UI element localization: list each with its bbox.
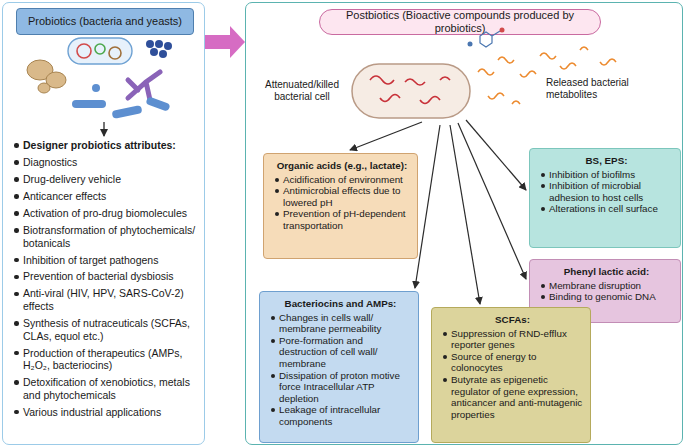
list-item: Activation of pro-drug biomolecules (13, 207, 201, 220)
box-heading: SCFAs: (442, 314, 583, 326)
compound-box: Bacteriocins and AMPs: Changes in cells w… (259, 291, 419, 443)
plasmid-circle (95, 44, 105, 54)
bullet-text: Inhibition of biofilms (540, 169, 673, 181)
pointer-arrow (103, 122, 104, 136)
microbes-illustration (27, 38, 172, 136)
coccus-cell (92, 84, 100, 92)
dna-fragments (370, 76, 450, 104)
box-heading: Organic acids (e.g., lactate): (274, 160, 410, 172)
yeast-cell (46, 72, 66, 88)
connector-layer (205, 42, 230, 43)
attribute-list: Designer probiotics attributes: Diagnosti… (13, 139, 201, 423)
title-text: Probiotics (bacteria and yeasts) (28, 15, 182, 28)
probiotics-panel: Designer probiotics attributes: Diagnosti… (2, 2, 205, 445)
list-item: Detoxification of xenobiotics, metals an… (13, 376, 201, 401)
coccus-cell (159, 50, 167, 58)
flow-arrow (205, 35, 230, 49)
leader-arrow (415, 125, 440, 288)
leader-arrows (350, 120, 526, 304)
killed-cell-illustration (352, 28, 616, 119)
filamentous-fungus (128, 72, 160, 100)
compound-box: Organic acids (e.g., lactate): Acidificat… (263, 153, 418, 259)
atom-dot (468, 42, 473, 47)
bullet-text: Butyrate as epigenetic regulator of gene… (442, 374, 583, 420)
list-item: Anticancer effects (13, 190, 201, 203)
bullet-text: Changes in cells wall/ membrane permeabi… (270, 312, 411, 335)
bullet-text: Inhibition of microbial adhesion to host… (540, 180, 673, 203)
coccus-cell (164, 42, 172, 50)
plasmid-circle (109, 47, 121, 59)
list-item: Diagnostics (13, 156, 201, 169)
leader-arrow (450, 125, 480, 304)
list-item: Various industrial applications (13, 406, 201, 419)
list-item: Inhibition of target pathogens (13, 254, 201, 267)
molecule-symbol (480, 31, 500, 47)
postbiotics-panel: Attenuated/killed bacterial cell Released… (245, 2, 683, 445)
coccus-cell (155, 40, 163, 48)
bullet-text: Binding to genomic DNA (540, 291, 673, 303)
bullet-text: Source of energy to colonocytes (442, 351, 583, 374)
bullet-text: Prevention of pH-dependent transportatio… (274, 208, 410, 231)
box-heading: BS, EPS: (540, 155, 673, 167)
list-item: Biotransformation of phytochemicals/ bot… (13, 224, 201, 249)
list-item: Production of therapeutics (AMPs, H₂O₂, … (13, 347, 201, 372)
compound-box: BS, EPS: Inhibition of biofilmsInhibition… (529, 148, 681, 248)
leader-arrow (458, 123, 526, 279)
yeast-bud (38, 83, 50, 93)
rod-bacterium (72, 100, 106, 108)
list-item: Synthesis of nutraceuticals (SCFAs, CLAs… (13, 317, 201, 342)
title-text: Postbiotics (Bioactive compounds produce… (326, 9, 594, 35)
panel-title: Probiotics (bacteria and yeasts) (16, 8, 194, 35)
bullet-text: Acidification of environment (274, 174, 410, 186)
bullet-text: Dissipation of proton motive force Intra… (270, 370, 411, 405)
bullet-text: Membrane disruption (540, 280, 673, 292)
leader-arrow (350, 122, 422, 150)
metabolite-fragments (478, 47, 616, 104)
bullet-text: Leakage of intracellular components (270, 404, 411, 427)
compound-box: SCFAs: Suppression of RND-efflux reporter… (431, 307, 591, 443)
bacterial-cell (352, 64, 470, 118)
list-item: Drug-delivery vehicle (13, 173, 201, 186)
bullet-text: Suppression of RND-efflux reporter genes (442, 328, 583, 351)
list-item: Anti-viral (HIV, HPV, SARS-CoV-2) effect… (13, 287, 201, 312)
bullet-text: Alterations in cell surface (540, 203, 673, 215)
list-heading: Designer probiotics attributes: (13, 139, 201, 152)
illustration-label: Attenuated/killed bacterial cell (254, 79, 350, 103)
coccus-cell (146, 40, 154, 48)
bacterial-capsule (68, 38, 132, 64)
list-item: Prevention of bacterial dysbiosis (13, 270, 201, 283)
panel-title: Postbiotics (Bioactive compounds produce… (319, 9, 601, 35)
yeast-cell (27, 60, 53, 80)
atom-dot (500, 28, 505, 33)
leader-arrow (466, 120, 526, 190)
rod-bacterium (145, 96, 170, 112)
box-heading: Phenyl lactic acid: (540, 266, 673, 278)
box-heading: Bacteriocins and AMPs: (270, 298, 411, 310)
rod-bacterium (111, 105, 142, 119)
plasmid-circle (77, 44, 91, 58)
bullet-text: Antimicrobial effects due to lowered pH (274, 185, 410, 208)
coccus-cell (150, 48, 158, 56)
illustration-label: Released bacterial metabolites (546, 77, 678, 101)
bullet-text: Pore-formation and destruction of cell w… (270, 335, 411, 370)
